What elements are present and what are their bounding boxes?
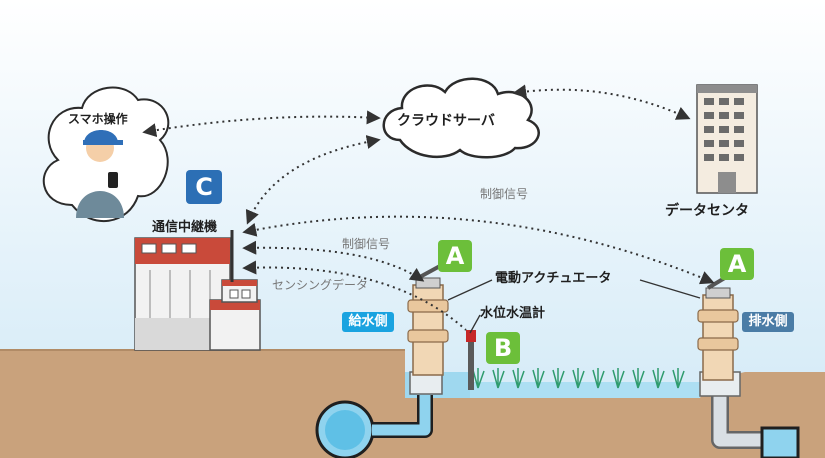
rice-plants xyxy=(472,368,685,389)
arrow-cloud-relay xyxy=(245,135,381,225)
control-signal-upper-label: 制御信号 xyxy=(480,187,529,201)
cloud-server-label: クラウドサーバ xyxy=(397,113,495,129)
arrow-phone-cloud xyxy=(142,110,381,138)
inlet-actuator-badge-a: A xyxy=(438,240,472,272)
smartphone-label: スマホ操作 xyxy=(68,112,128,126)
pointer-lines xyxy=(447,279,701,334)
actuator-label: 電動アクチュエータ xyxy=(495,271,612,286)
outlet-actuator-badge-a: A xyxy=(720,248,754,280)
ground xyxy=(0,350,825,458)
control-signal-lower-label: 制御信号 xyxy=(342,237,391,251)
outlet-side-tag: 排水側 xyxy=(742,312,794,332)
arrow-relay-outlet-control xyxy=(242,215,715,285)
inlet-underground-pipe xyxy=(315,371,443,458)
communication-arrows xyxy=(142,84,715,331)
sensing-data-label: センシングデータ xyxy=(272,278,369,292)
level-temp-meter-label: 水位水温計 xyxy=(480,306,546,321)
smartphone-user-bubble xyxy=(42,86,170,222)
inlet-side-tag: 給水側 xyxy=(342,312,394,332)
relay-label: 通信中継機 xyxy=(152,220,218,235)
datacenter-label: データセンタ xyxy=(665,203,749,219)
datacenter-building xyxy=(696,84,758,194)
relay-station-building xyxy=(134,230,261,351)
water-level-sensor xyxy=(466,330,476,390)
relay-badge-c: C xyxy=(186,170,222,204)
meter-badge-b: B xyxy=(486,332,520,364)
